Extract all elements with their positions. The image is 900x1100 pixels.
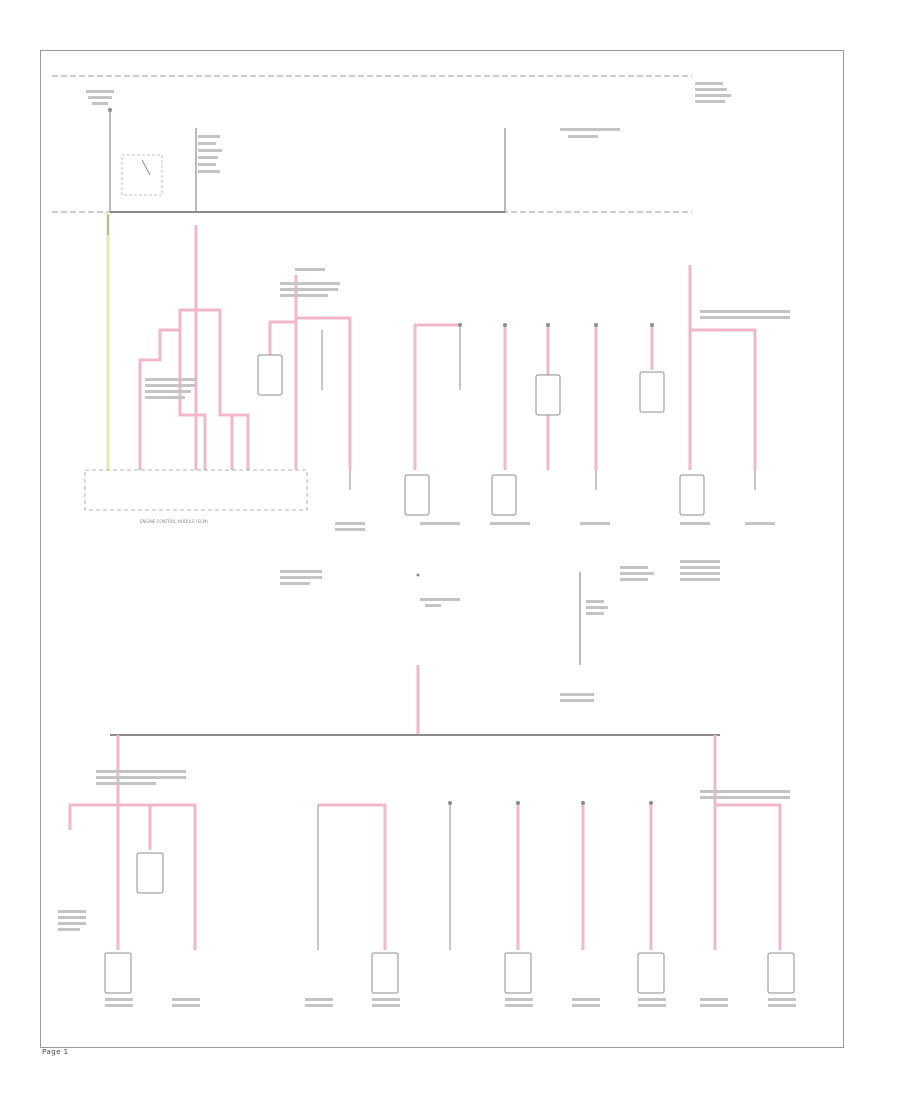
connector-labels: [58, 82, 796, 1007]
powertrain-relay: [108, 108, 163, 212]
pink-feed-branch-2: [178, 330, 207, 470]
page-code: Page 1: [42, 1048, 69, 1056]
upper-right-wires: [413, 265, 757, 470]
ecm-box: [84, 469, 308, 511]
ecm-label: ENGINE CONTROL MODULE (ECM): [140, 519, 208, 524]
pink-feed-branch-3: [220, 413, 234, 470]
upper-components: [349, 470, 756, 516]
mid-splice: [416, 573, 420, 577]
upper-coil-group: [257, 275, 352, 470]
lower-components: [371, 952, 795, 994]
lower-right-wires: [317, 735, 782, 950]
diagram-frame: [40, 50, 844, 1048]
pink-feed-main: [138, 225, 198, 470]
lower-left-group: [68, 735, 197, 994]
